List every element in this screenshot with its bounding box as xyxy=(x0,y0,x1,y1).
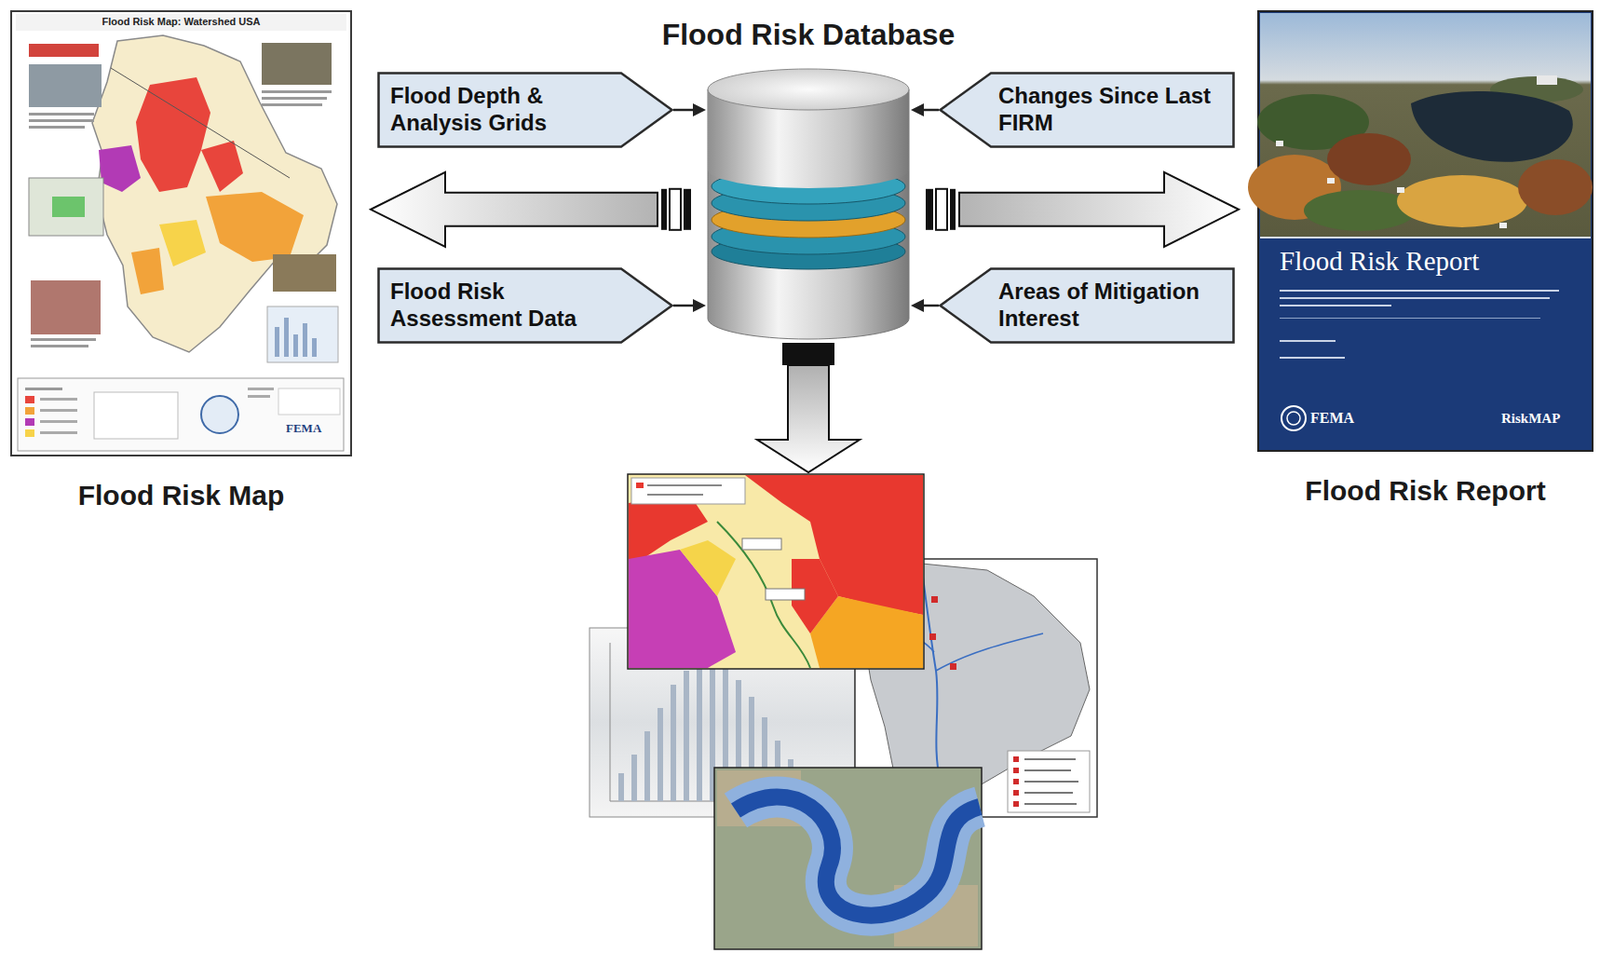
logo-text: FEMA xyxy=(285,420,322,436)
logo-text: RiskMAP xyxy=(1501,409,1560,427)
tail-bar xyxy=(925,189,934,231)
tail-bar xyxy=(661,189,667,231)
arrowhead xyxy=(692,103,706,117)
input-arrow-box: Flood Depth & Analysis Grids xyxy=(377,71,674,149)
connector-line xyxy=(923,108,939,112)
box-label: Flood Risk Assessment Data xyxy=(390,278,625,333)
block-arrow xyxy=(959,172,1239,247)
tail-bar xyxy=(669,189,681,231)
aerial-thumbnail xyxy=(714,767,982,950)
arrow-box-outline xyxy=(940,73,1234,148)
connector xyxy=(910,103,939,117)
cover-title: Flood Risk Report xyxy=(1279,244,1479,278)
flood-risk-map: Flood Risk MapFlood Risk Map: Watershed … xyxy=(10,10,353,457)
connector-line xyxy=(673,108,693,112)
risk-map-thumbnail xyxy=(627,474,924,669)
database-node: Flood Risk Database xyxy=(707,68,909,339)
map-title: Flood Risk Map: Watershed USA xyxy=(10,15,353,28)
input-arrow-box: Flood Risk Assessment Data xyxy=(377,267,674,344)
input-arrow-box: Areas of Mitigation Interest xyxy=(938,267,1235,344)
connector xyxy=(925,172,1239,247)
database-illustration xyxy=(707,68,909,339)
connector xyxy=(910,298,939,312)
node-heading: Flood Risk Map xyxy=(78,478,285,513)
connector xyxy=(673,103,706,117)
arrow-box-outline xyxy=(379,73,673,148)
arrowhead xyxy=(692,298,706,312)
tail-bar xyxy=(683,189,692,231)
arrow-box-outline xyxy=(379,269,673,343)
arrow-box-outline xyxy=(940,269,1234,343)
connector-line xyxy=(923,304,939,308)
tail-bar xyxy=(935,189,948,231)
connector xyxy=(370,172,692,247)
flood-risk-report: Flood Risk ReportFlood Risk ReportFEMARi… xyxy=(1257,10,1594,452)
box-label: Areas of Mitigation Interest xyxy=(998,278,1226,333)
arrowhead xyxy=(910,103,924,117)
connector-line xyxy=(673,304,693,308)
box-label: Flood Depth & Analysis Grids xyxy=(390,82,625,137)
map-illustration xyxy=(11,11,352,456)
box-label: Changes Since Last FIRM xyxy=(998,82,1226,137)
report-cover-illustration xyxy=(1247,11,1593,451)
connector xyxy=(673,298,706,312)
input-arrow-box: Changes Since Last FIRM xyxy=(938,71,1235,149)
node-heading: Flood Risk Report xyxy=(1304,474,1546,508)
node-heading: Flood Risk Database xyxy=(662,16,956,53)
tail-bar xyxy=(949,189,956,231)
arrowhead xyxy=(910,298,924,312)
logo-text: FEMA xyxy=(1310,408,1355,427)
down-arrow xyxy=(757,342,860,473)
block-arrow xyxy=(370,172,658,247)
